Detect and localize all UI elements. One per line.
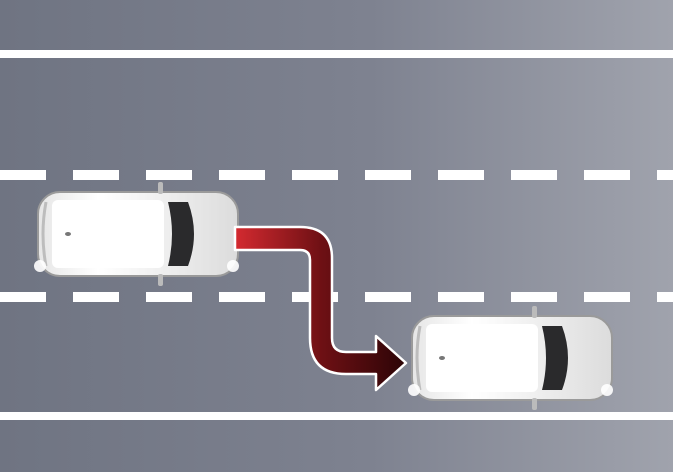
car-icon <box>406 304 615 412</box>
car-icon <box>32 180 241 288</box>
solid-lane-line-bottom <box>0 412 673 420</box>
lane-change-arrow-icon <box>233 225 408 392</box>
solid-lane-line-top <box>0 50 673 58</box>
